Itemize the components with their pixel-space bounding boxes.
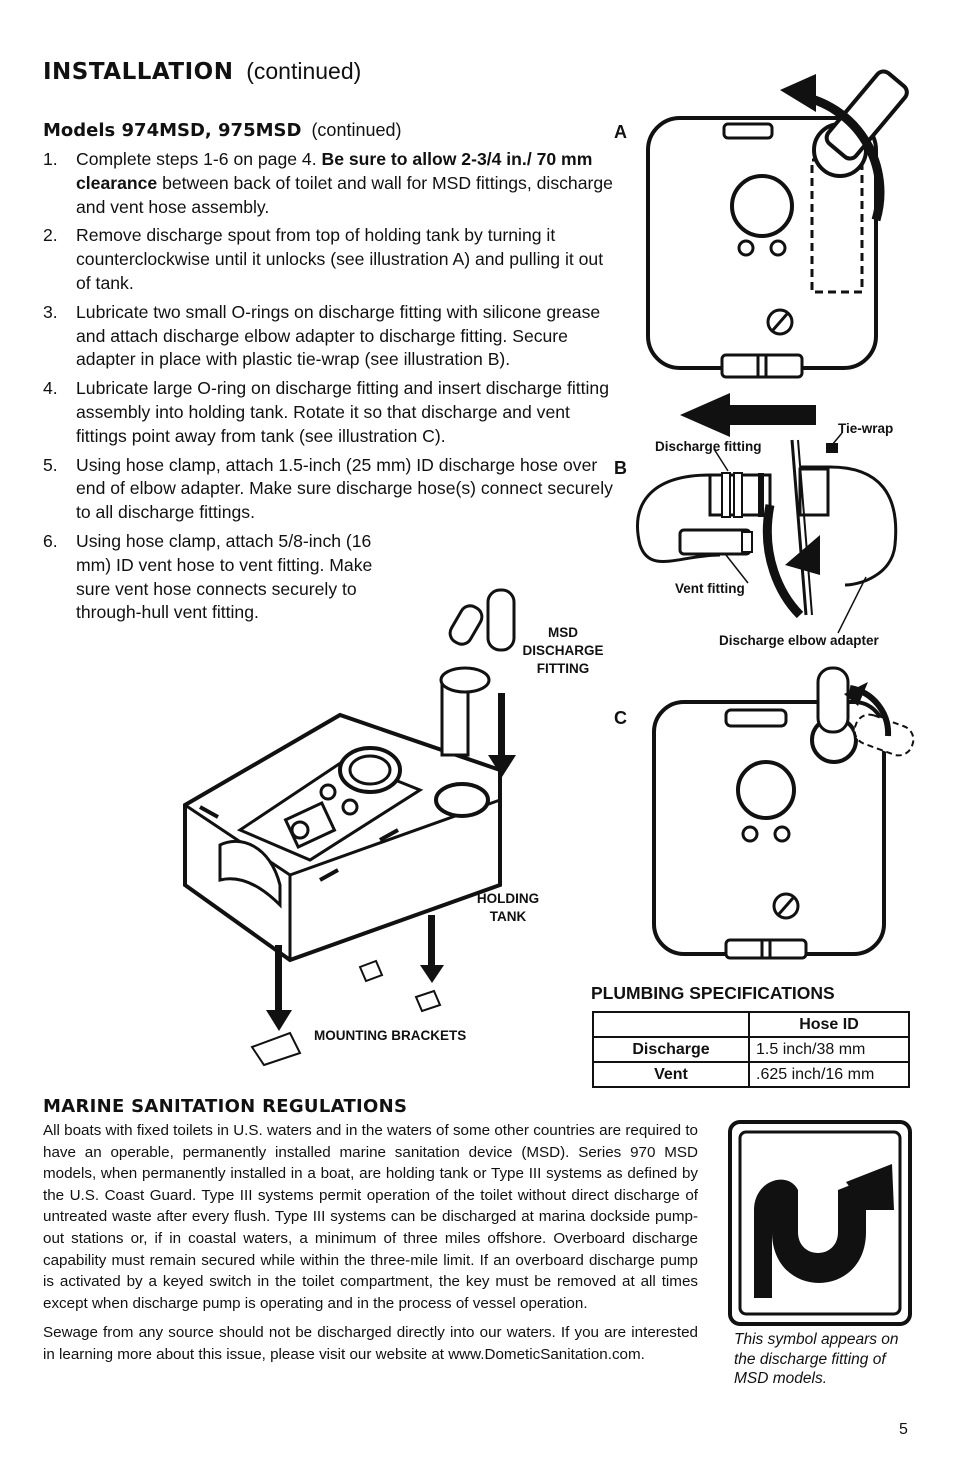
table-cell: 1.5 inch/38 mm [748,1036,910,1063]
table-cell: .625 inch/16 mm [748,1061,910,1088]
regulations-body: All boats with fixed toilets in U.S. wat… [43,1120,698,1374]
holding-tank-illustration [183,588,516,1067]
label-tie-wrap: Tie-wrap [838,421,894,436]
label-mounting-brackets: MOUNTING BRACKETS [314,1028,467,1043]
table-header-row: Hose ID [592,1011,910,1038]
installation-steps: 1.Complete steps 1-6 on page 4. Be sure … [43,148,613,630]
table-cell: Vent [592,1061,750,1088]
illustration-c-label: C [614,708,627,728]
table-row: Vent .625 inch/16 mm [592,1061,910,1088]
regulations-title: MARINE SANITATION REGULATIONS [43,1096,408,1117]
step-4: 4.Lubricate large O-ring on discharge fi… [43,378,609,446]
step-6: 6.Using hose clamp, attach 5/8-inch (16 … [43,530,373,623]
plumbing-specifications-title: PLUMBING SPECIFICATIONS [591,983,835,1003]
step-5: 5.Using hose clamp, attach 1.5-inch (25 … [43,454,613,523]
regulations-paragraph-2: Sewage from any source should not be dis… [43,1324,698,1363]
label-vent-fitting: Vent fitting [675,581,745,596]
illustration-c [652,666,915,960]
table-header-hose-id: Hose ID [748,1011,910,1038]
illustration-a-label: A [614,122,627,142]
illustration-a [646,69,909,379]
illustration-b [636,393,898,634]
table-cell: Discharge [592,1036,750,1063]
step-1: 1.Complete steps 1-6 on page 4. Be sure … [43,149,613,217]
illustration-b-label: B [614,458,627,478]
label-discharge-elbow-adapter: Discharge elbow adapter [719,633,879,648]
table-row: Discharge 1.5 inch/38 mm [592,1036,910,1063]
table-cell [592,1011,750,1038]
msd-discharge-symbol-icon [728,1120,912,1326]
page-title: INSTALLATION (continued) [43,58,362,85]
symbol-caption: This symbol appears on the discharge fit… [734,1331,899,1387]
section-title: Models 974MSD, 975MSD (continued) [43,120,402,141]
plumbing-specifications-table: Hose ID Discharge 1.5 inch/38 mm Vent .6… [592,1011,910,1088]
step-2: 2.Remove discharge spout from top of hol… [43,225,604,293]
regulations-paragraph-1: All boats with fixed toilets in U.S. wat… [43,1122,698,1312]
page-number: 5 [899,1421,908,1438]
step-3: 3.Lubricate two small O-rings on dischar… [43,301,601,370]
label-discharge-fitting: Discharge fitting [655,439,762,454]
